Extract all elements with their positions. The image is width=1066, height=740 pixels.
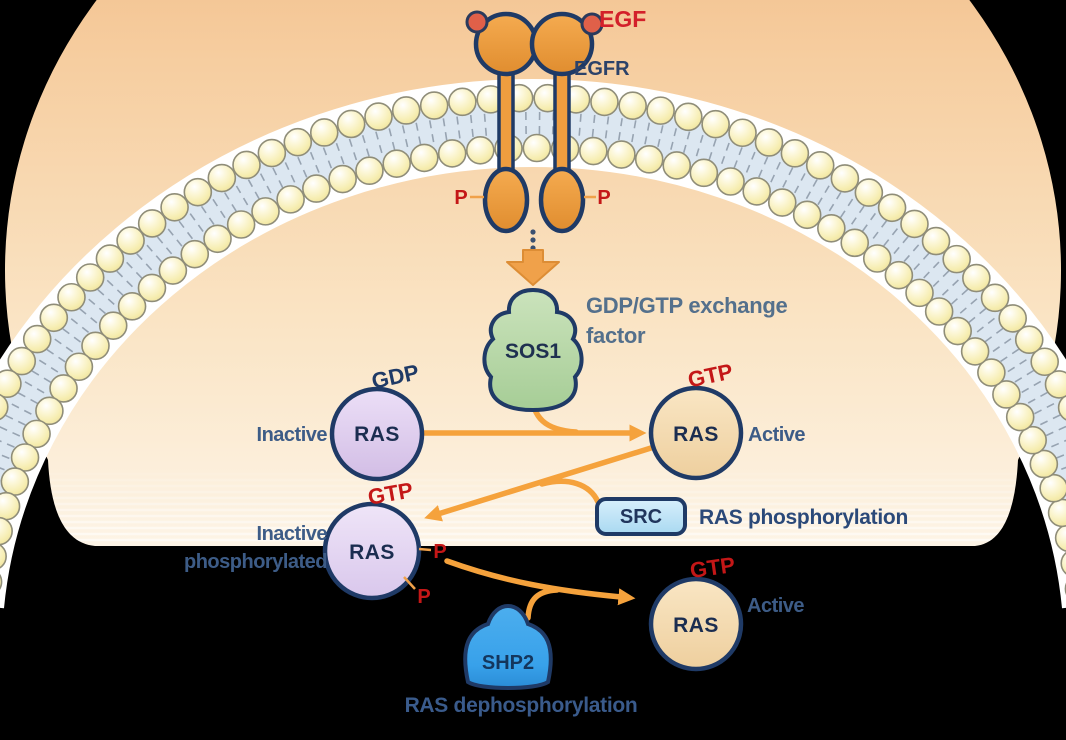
phospho-label-left: P <box>454 187 467 209</box>
ras-active-gtp-node <box>648 385 744 481</box>
ras-inactive-label: RAS <box>354 423 400 446</box>
signal-block-arrow <box>506 249 560 286</box>
plasma-membrane <box>0 78 1066 609</box>
egf-ligand-left <box>465 10 489 34</box>
membrane-hydrophobic-band <box>0 101 1066 513</box>
ras-inactive-gdp-node <box>329 386 425 482</box>
shp2-label: SHP2 <box>482 652 534 674</box>
active-state-label: Active <box>748 424 805 446</box>
membrane-outer-leaflet <box>0 83 1066 421</box>
shp2-connector-curve <box>525 587 560 621</box>
egf-label: EGF <box>599 6 646 32</box>
sos1-label: SOS1 <box>505 340 561 363</box>
gef-description-line1: GDP/GTP exchange <box>586 293 787 318</box>
ras-active-gtp-2-node <box>648 576 744 672</box>
arrow-ras-phosphorylation <box>424 445 654 522</box>
phospho-label-right: P <box>597 187 610 209</box>
receptor-head-right <box>529 11 595 77</box>
phospho-tick-1 <box>418 547 432 552</box>
arrow-ras-dephosphorylation <box>444 558 636 606</box>
ras-dephosphorylation-label: RAS dephosphorylation <box>405 694 638 717</box>
phospho-tick-2 <box>403 576 416 590</box>
src-label: SRC <box>620 506 662 528</box>
gef-description-line2: factor <box>586 323 646 348</box>
shp2-node <box>463 603 553 690</box>
ras-active-2-label: RAS <box>673 614 719 637</box>
inactive-phosphorylated-state-line2: phosphorylated <box>184 551 327 573</box>
kinase-domain-right <box>538 166 586 234</box>
egf-ligand-right <box>580 12 604 36</box>
egfr-receptor <box>465 10 604 286</box>
sos1-node <box>482 287 584 413</box>
active-2-state-label: Active <box>747 595 804 617</box>
ras-active-label: RAS <box>673 423 719 446</box>
egfr-label: EGFR <box>574 58 630 80</box>
signal-dots <box>530 229 536 251</box>
src-node <box>595 497 687 536</box>
gtp-label-active-2: GTP <box>688 552 736 583</box>
membrane-inner-leaflet <box>0 133 1066 595</box>
phospho-label-1: P <box>433 541 446 563</box>
kinase-domain-left <box>482 166 530 234</box>
phospho-label-2: P <box>417 586 430 608</box>
inactive-phosphorylated-state-line1: Inactive <box>257 523 328 545</box>
ras-inactive-phosphorylated-node <box>322 501 422 601</box>
src-connector-curve <box>539 478 601 505</box>
cell-bottom-stripes <box>30 472 1040 542</box>
ras-phosphorylation-label: RAS phosphorylation <box>699 506 908 529</box>
inactive-state-label: Inactive <box>257 424 328 446</box>
ras-phosphorylated-label: RAS <box>349 541 395 564</box>
